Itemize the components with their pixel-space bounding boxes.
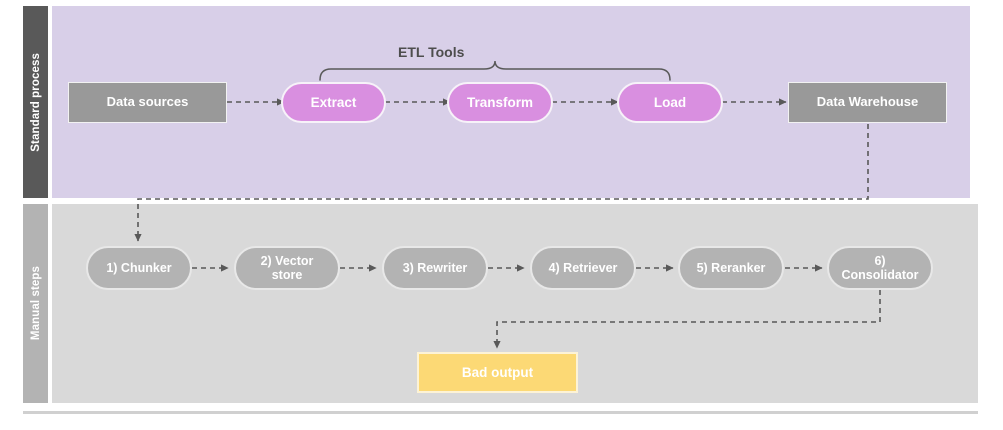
node-extract[interactable]: Extract bbox=[281, 82, 386, 123]
node-retriever[interactable]: 4) Retriever bbox=[530, 246, 636, 290]
node-reranker[interactable]: 5) Reranker bbox=[678, 246, 784, 290]
node-consolidator[interactable]: 6) Consolidator bbox=[827, 246, 933, 290]
node-label-load: Load bbox=[653, 94, 687, 110]
node-transform[interactable]: Transform bbox=[447, 82, 553, 123]
node-rewriter[interactable]: 3) Rewriter bbox=[382, 246, 488, 290]
node-label-vector-store: 2) Vector store bbox=[260, 253, 314, 282]
node-chunker[interactable]: 1) Chunker bbox=[86, 246, 192, 290]
etl-tools-label: ETL Tools bbox=[398, 44, 465, 60]
node-label-bad-output: Bad output bbox=[461, 364, 534, 380]
node-data-sources[interactable]: Data sources bbox=[68, 82, 227, 123]
swimlane-label-standard-process: Standard process bbox=[29, 52, 42, 152]
node-label-rewriter: 3) Rewriter bbox=[402, 260, 468, 275]
node-label-transform: Transform bbox=[466, 94, 534, 110]
swimlane-header-manual-steps: Manual steps bbox=[23, 204, 48, 403]
node-label-retriever: 4) Retriever bbox=[548, 260, 618, 275]
node-label-reranker: 5) Reranker bbox=[696, 260, 766, 275]
bottom-divider-rule bbox=[23, 411, 978, 414]
node-load[interactable]: Load bbox=[617, 82, 723, 123]
node-bad-output[interactable]: Bad output bbox=[417, 352, 578, 393]
node-data-warehouse[interactable]: Data Warehouse bbox=[788, 82, 947, 123]
node-vector-store[interactable]: 2) Vector store bbox=[234, 246, 340, 290]
swimlane-header-standard-process: Standard process bbox=[23, 6, 48, 198]
swimlane-label-manual-steps: Manual steps bbox=[29, 266, 42, 341]
node-label-data-warehouse: Data Warehouse bbox=[816, 94, 919, 110]
node-label-chunker: 1) Chunker bbox=[106, 260, 172, 275]
node-label-consolidator: 6) Consolidator bbox=[841, 253, 919, 282]
node-label-data-sources: Data sources bbox=[106, 94, 189, 110]
node-label-extract: Extract bbox=[310, 94, 357, 110]
